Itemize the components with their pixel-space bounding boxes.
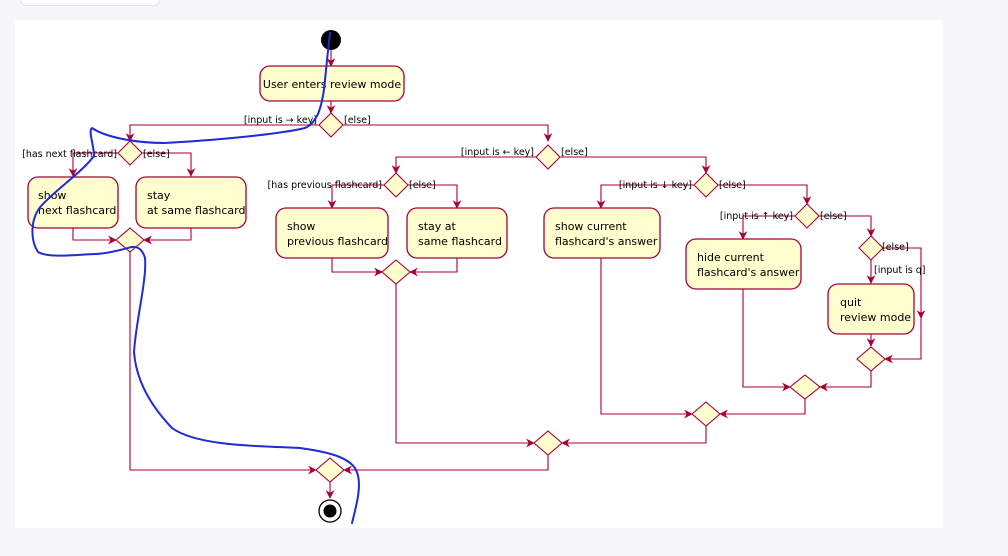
flow-lines	[68, 50, 926, 499]
flow-staysame-m2	[143, 228, 192, 245]
flow-m7-m6	[819, 371, 872, 392]
activity-show-previous: show previous flashcard	[275, 207, 389, 259]
flow-hideanswer-m6	[742, 289, 791, 392]
guard-has-next: [has next flashcard]	[22, 149, 117, 160]
flow-d4-left	[327, 184, 384, 209]
flow-d3-left	[391, 156, 536, 174]
merge-m3	[533, 430, 563, 456]
guard-has-previous: [has previous flashcard]	[268, 180, 382, 191]
flow-d6-right	[819, 215, 876, 237]
guard-else-2: [else]	[143, 149, 170, 160]
flow-m3-final	[343, 455, 549, 475]
flow-m6-m5	[719, 399, 806, 419]
flow-showanswer-m5	[600, 258, 693, 419]
decision-d5	[693, 172, 719, 198]
guard-else-5: [else]	[719, 180, 746, 191]
activity-label-line2: flashcard's answer	[697, 266, 800, 279]
merge-final	[315, 457, 345, 483]
flow-stayat-m4	[409, 258, 458, 277]
guard-else-4: [else]	[409, 180, 436, 191]
flow-d2-right	[142, 152, 196, 177]
activity-label-line2: previous flashcard	[287, 235, 388, 248]
activity-label-line2: review mode	[840, 311, 911, 324]
guard-else-3: [else]	[561, 147, 588, 158]
end-node	[318, 499, 342, 523]
flow-d5-left	[596, 184, 694, 209]
activity-label-line2: at same flashcard	[147, 204, 245, 217]
merge-m6	[789, 374, 821, 400]
decision-d6	[794, 203, 820, 229]
activity-label-line1: show current	[555, 220, 627, 233]
guard-up-key: [input is ↑ key]	[720, 211, 793, 222]
flow-d6-left	[738, 215, 795, 240]
pen-annotation-stroke	[31, 32, 360, 524]
guard-labels: [input is → key] [else] [has next flashc…	[22, 115, 925, 276]
activity-show-answer: show current flashcard's answer	[543, 207, 661, 259]
merge-m7	[856, 346, 886, 372]
activity-stay-same: stay at same flashcard	[135, 176, 247, 229]
activity-label-line2: flashcard's answer	[555, 235, 658, 248]
guard-left-key: [input is ← key]	[461, 147, 534, 158]
flow-d4-right	[408, 184, 462, 209]
flow-d2-left	[68, 152, 118, 177]
guard-q-key: [input is q]	[874, 265, 926, 276]
activity-stay-at-same: stay at same flashcard	[406, 207, 508, 259]
decision-d7	[858, 235, 884, 261]
decision-d3	[535, 144, 561, 170]
decision-d2	[117, 140, 143, 166]
activity-label-line1: show	[287, 220, 315, 233]
activity-label-line2: next flashcard	[38, 204, 116, 217]
guard-else-6: [else]	[820, 211, 847, 222]
flow-m4-m3	[395, 284, 535, 448]
decision-diamonds	[115, 112, 886, 483]
flow-d7-else	[883, 247, 926, 319]
activity-enter-review-mode: User enters review mode	[259, 65, 405, 102]
activity-show-next: show next flashcard	[27, 176, 119, 229]
flow-shownext-m2	[72, 228, 117, 245]
flow-d1-left	[125, 124, 319, 142]
activity-label-line1: quit	[840, 296, 862, 309]
activity-label: User enters review mode	[263, 78, 401, 91]
flow-m5-m3	[561, 426, 707, 448]
activity-label-line1: hide current	[697, 251, 765, 264]
guard-down-key: [input is ↓ key]	[619, 180, 692, 191]
start-node	[321, 30, 341, 50]
guard-else-7: [else]	[882, 242, 909, 253]
merge-m4	[381, 259, 411, 285]
activity-quit: quit review mode	[827, 283, 915, 335]
flow-d5-right	[718, 184, 812, 205]
merge-m2	[115, 227, 145, 253]
guard-else-1: [else]	[344, 115, 371, 126]
decision-d4	[383, 172, 409, 198]
merge-m5	[691, 401, 721, 427]
activity-label-line1: stay	[147, 189, 171, 202]
activity-label-line2: same flashcard	[418, 235, 502, 248]
guard-right-key: [input is → key]	[244, 115, 317, 126]
flow-else-m7	[884, 318, 922, 364]
flow-showprev-m4	[331, 258, 383, 277]
activity-label-line1: stay at	[418, 220, 457, 233]
decision-d1	[318, 112, 344, 138]
flow-d1-right	[343, 124, 553, 142]
flow-m2-final	[129, 252, 317, 475]
activity-hide-answer: hide current flashcard's answer	[685, 238, 802, 290]
flow-d3-right	[560, 156, 711, 174]
